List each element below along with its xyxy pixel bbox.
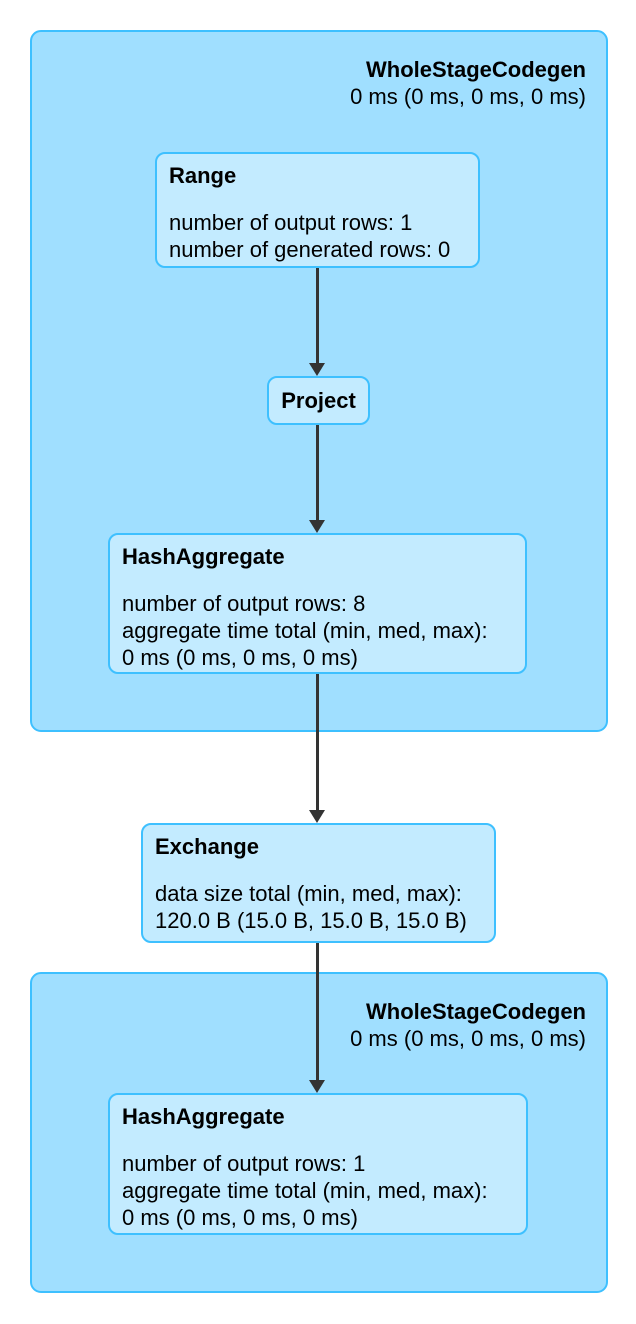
metric-line: number of output rows: 1 [169,210,413,235]
node-metrics: number of output rows: 1 number of gener… [169,209,466,263]
edge-range-project [315,268,319,364]
edge-hashaggregate-1-exchange [315,674,319,811]
node-metrics: number of output rows: 8 aggregate time … [122,590,513,671]
metric-line: number of output rows: 1 [122,1151,366,1176]
node-metrics: number of output rows: 1 aggregate time … [122,1150,514,1231]
metric-line: aggregate time total (min, med, max): [122,618,488,643]
edge-exchange-hashaggregate-2 [315,943,319,1080]
cluster-title: WholeStageCodegen 0 ms (0 ms, 0 ms, 0 ms… [350,998,586,1052]
node-metrics: data size total (min, med, max): 120.0 B… [155,880,482,934]
metric-line: 0 ms (0 ms, 0 ms, 0 ms) [122,1205,358,1230]
node-hashaggregate-1[interactable]: HashAggregate number of output rows: 8 a… [108,533,527,674]
cluster-metric-label: 0 ms (0 ms, 0 ms, 0 ms) [350,84,586,109]
node-project[interactable]: Project [267,376,370,425]
edge-arrowhead-icon [309,363,325,376]
cluster-metric-label: 0 ms (0 ms, 0 ms, 0 ms) [350,1026,586,1051]
edge-arrowhead-icon [309,1080,325,1093]
metric-line: aggregate time total (min, med, max): [122,1178,488,1203]
metric-line: 120.0 B (15.0 B, 15.0 B, 15.0 B) [155,908,467,933]
node-title: HashAggregate [122,544,285,569]
cluster-name-label: WholeStageCodegen [365,999,586,1024]
node-hashaggregate-2[interactable]: HashAggregate number of output rows: 1 a… [108,1093,528,1235]
node-title: Exchange [155,834,259,859]
metric-line: 0 ms (0 ms, 0 ms, 0 ms) [122,645,358,670]
metric-line: number of generated rows: 0 [169,237,451,262]
edge-arrowhead-icon [309,810,325,823]
node-title: HashAggregate [122,1104,285,1129]
node-title: Range [169,163,237,188]
metric-line: number of output rows: 8 [122,591,366,616]
edge-arrowhead-icon [309,520,325,533]
edge-project-hashaggregate-1 [315,425,319,521]
node-range[interactable]: Range number of output rows: 1 number of… [155,152,480,268]
cluster-title: WholeStageCodegen 0 ms (0 ms, 0 ms, 0 ms… [350,56,586,110]
cluster-name-label: WholeStageCodegen [365,57,586,82]
metric-line: data size total (min, med, max): [155,881,462,906]
node-exchange[interactable]: Exchange data size total (min, med, max)… [141,823,496,943]
node-title: Project [281,388,356,413]
